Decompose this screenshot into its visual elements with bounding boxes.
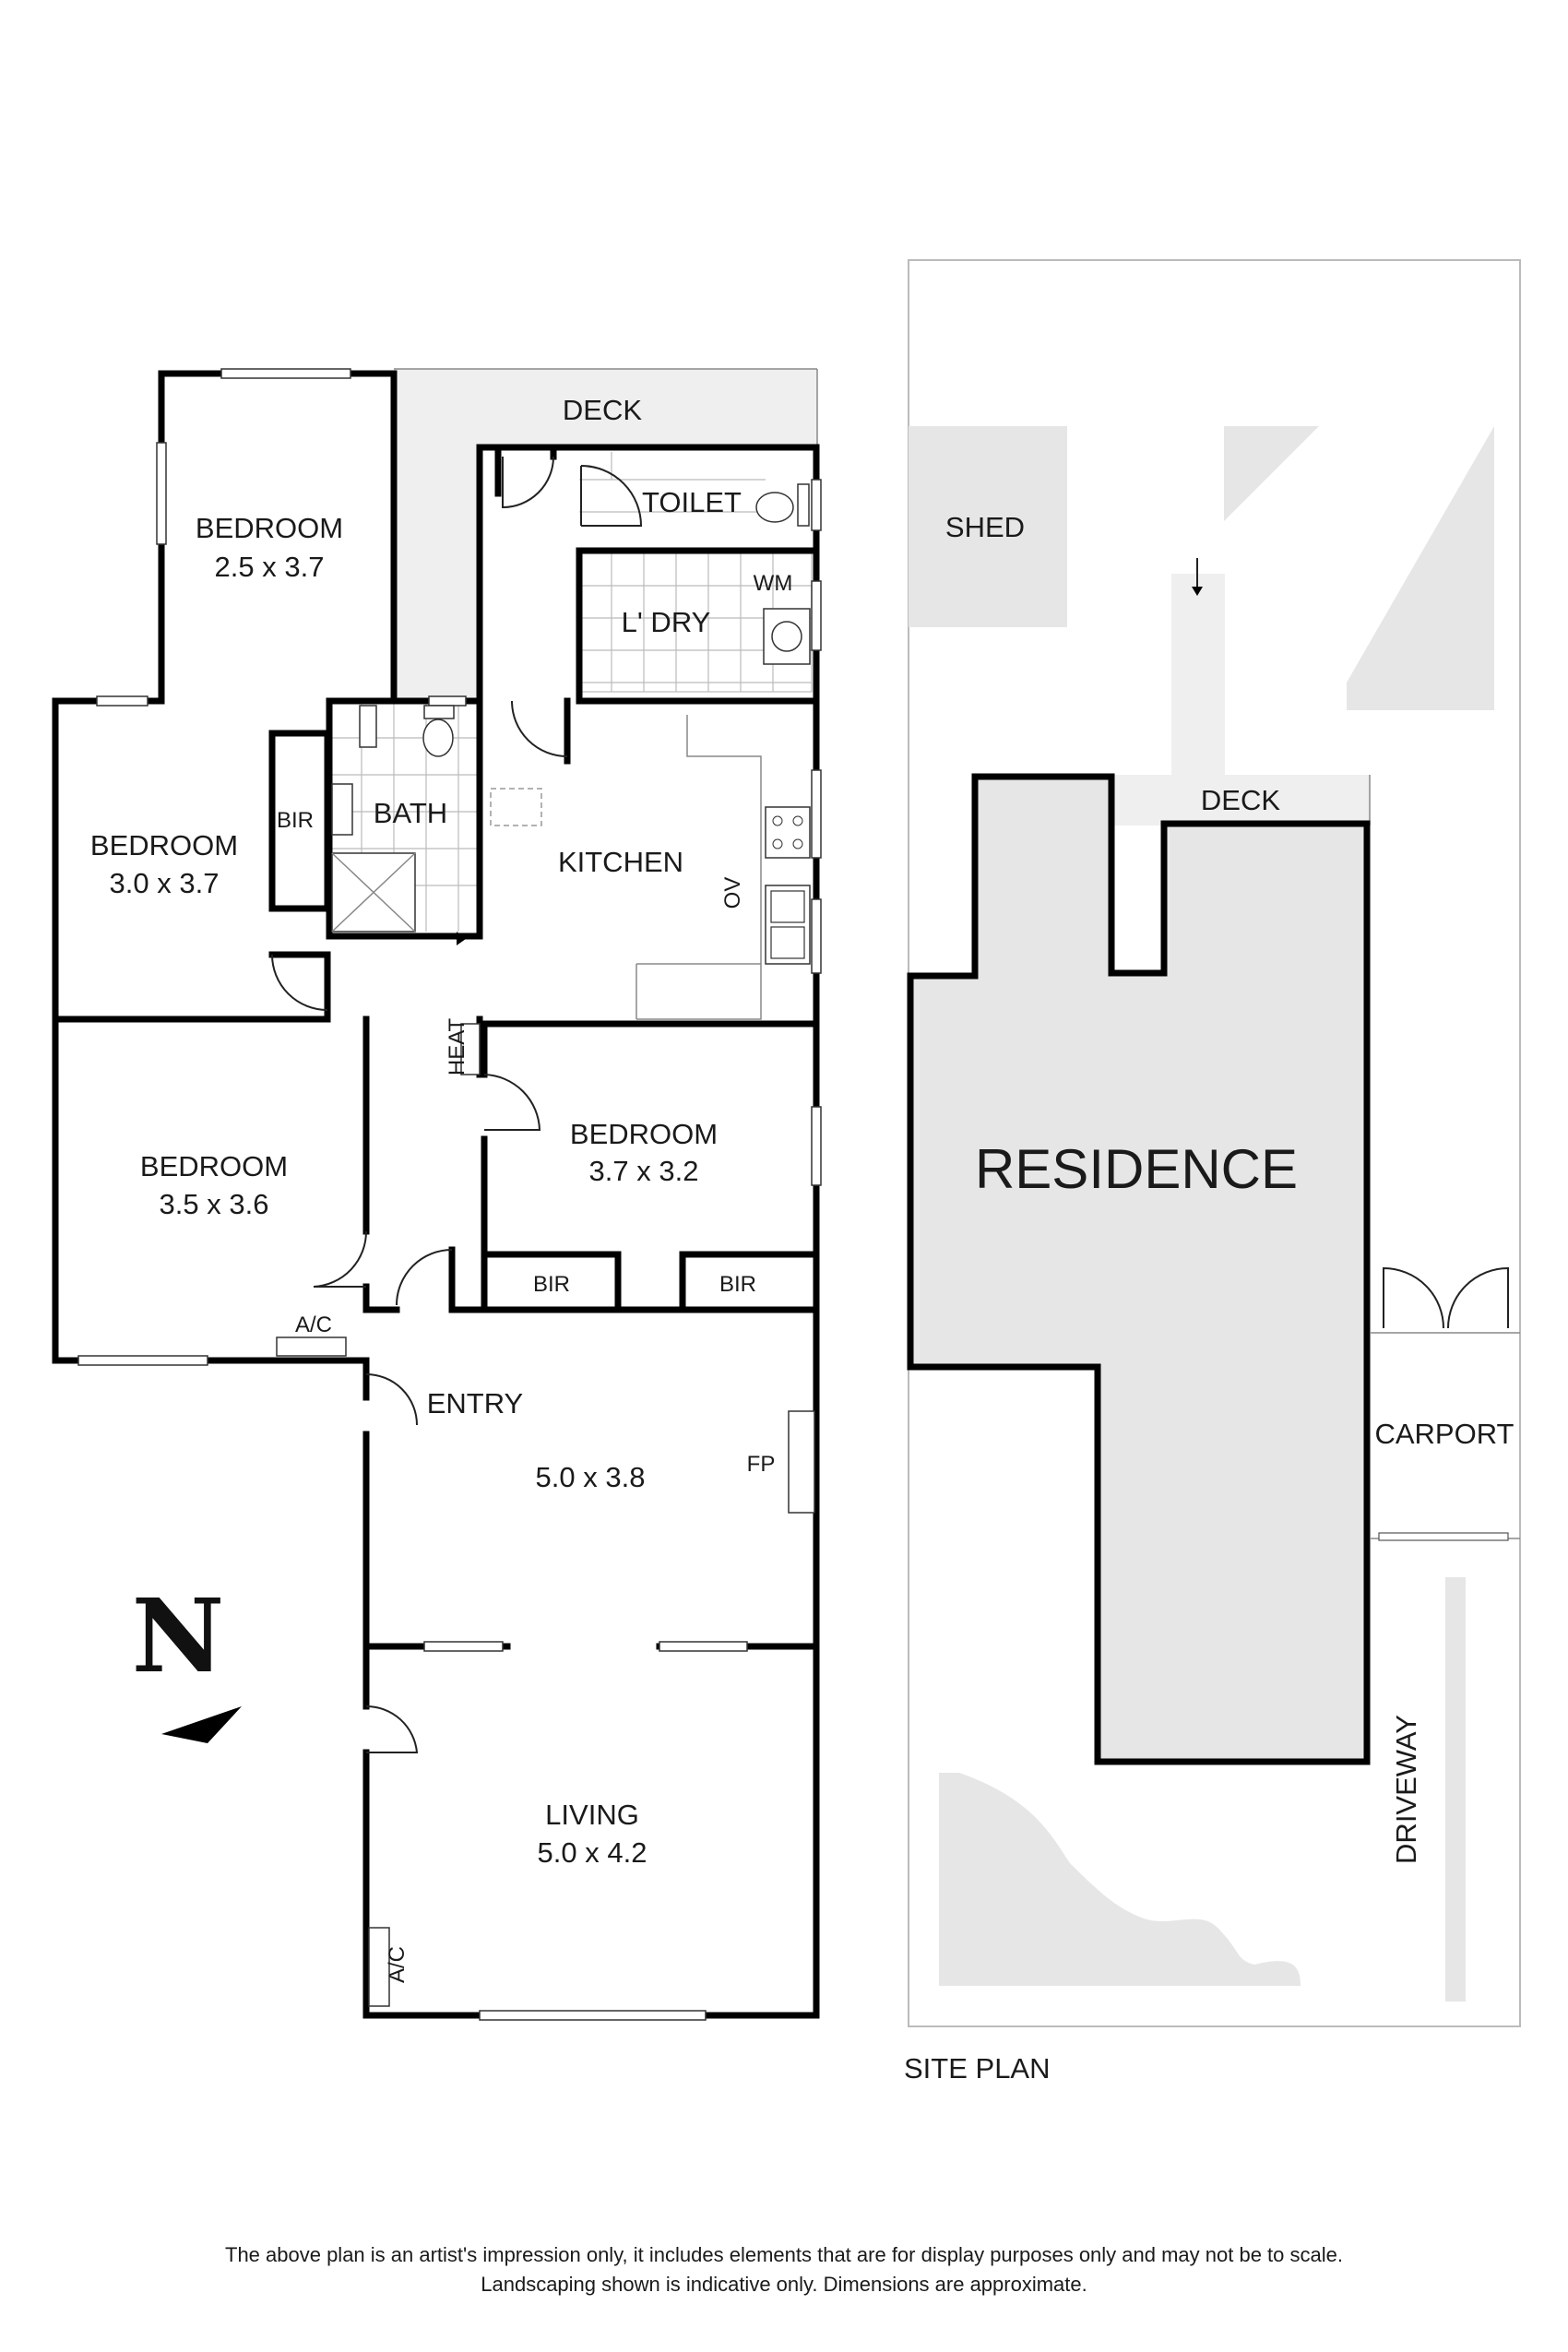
site-plan: SHED DECK RESIDENCE CARPORT DRIVEWAY SIT…: [904, 259, 1521, 2085]
site-plan-title: SITE PLAN: [904, 2052, 1051, 2085]
bedroom2-name: BEDROOM: [90, 829, 238, 861]
ac-bedroom-label: A/C: [295, 1313, 332, 1337]
shed-label: SHED: [945, 511, 1025, 543]
driveway-label: DRIVEWAY: [1390, 1715, 1422, 1864]
floor-plan: BEDROOM 2.5 x 3.7 DECK TOILET L' DRY WM …: [52, 368, 822, 2021]
kitchen-label: KITCHEN: [558, 846, 683, 878]
carport-label: CARPORT: [1374, 1418, 1514, 1450]
north-arrow-icon: [161, 1706, 242, 1743]
shed-shape: [909, 426, 1067, 627]
arrow-icon: [457, 932, 466, 945]
bir-left-label: BIR: [277, 808, 314, 833]
bath-label: BATH: [374, 797, 447, 829]
residence-label: RESIDENCE: [975, 1138, 1298, 1200]
entry-dims: 5.0 x 3.8: [536, 1461, 646, 1493]
bedroom3-name: BEDROOM: [140, 1150, 288, 1182]
fp-label: FP: [747, 1452, 776, 1477]
heat-label: HEAT: [445, 1018, 469, 1076]
bedroom4-dims: 3.7 x 3.2: [589, 1155, 699, 1187]
ac-living-label: A/C: [385, 1946, 410, 1983]
site-deck-label: DECK: [1201, 784, 1280, 816]
deck-label: DECK: [563, 394, 642, 426]
entry-label: ENTRY: [427, 1387, 524, 1420]
driveway-strip: [1445, 1577, 1466, 2002]
living-dims: 5.0 x 4.2: [538, 1836, 647, 1869]
fixture-drawings: [276, 483, 815, 2007]
bedroom3-dims: 3.5 x 3.6: [160, 1188, 269, 1220]
door-swings: [271, 456, 643, 1753]
laundry-label: L' DRY: [622, 606, 711, 638]
landscaping-shape: [939, 1773, 1301, 1986]
toilet-label: TOILET: [642, 486, 742, 518]
bedroom1-dims: 2.5 x 3.7: [215, 551, 325, 583]
residence-shape: [907, 773, 1371, 1765]
bedroom1-name: BEDROOM: [196, 512, 343, 544]
bedroom4-name: BEDROOM: [570, 1118, 718, 1150]
garden-triangle-top: [1224, 426, 1319, 521]
bedroom2-dims: 3.0 x 3.7: [110, 867, 220, 899]
bir-b-label: BIR: [719, 1272, 756, 1297]
toilet-tiles: [579, 452, 766, 513]
bir-a-label: BIR: [533, 1272, 570, 1297]
living-label: LIVING: [545, 1799, 639, 1831]
disclaimer-line2: Landscaping shown is indicative only. Di…: [481, 2273, 1087, 2296]
wm-label: WM: [754, 571, 793, 596]
ov-label: OV: [720, 877, 745, 909]
path-shape: [1171, 574, 1225, 775]
disclaimer-line1: The above plan is an artist's impression…: [225, 2243, 1343, 2266]
garden-triangle-right: [1347, 426, 1494, 710]
north-letter: N: [132, 1576, 225, 1695]
windows: [77, 368, 822, 2021]
down-arrow-icon: [1192, 587, 1203, 596]
